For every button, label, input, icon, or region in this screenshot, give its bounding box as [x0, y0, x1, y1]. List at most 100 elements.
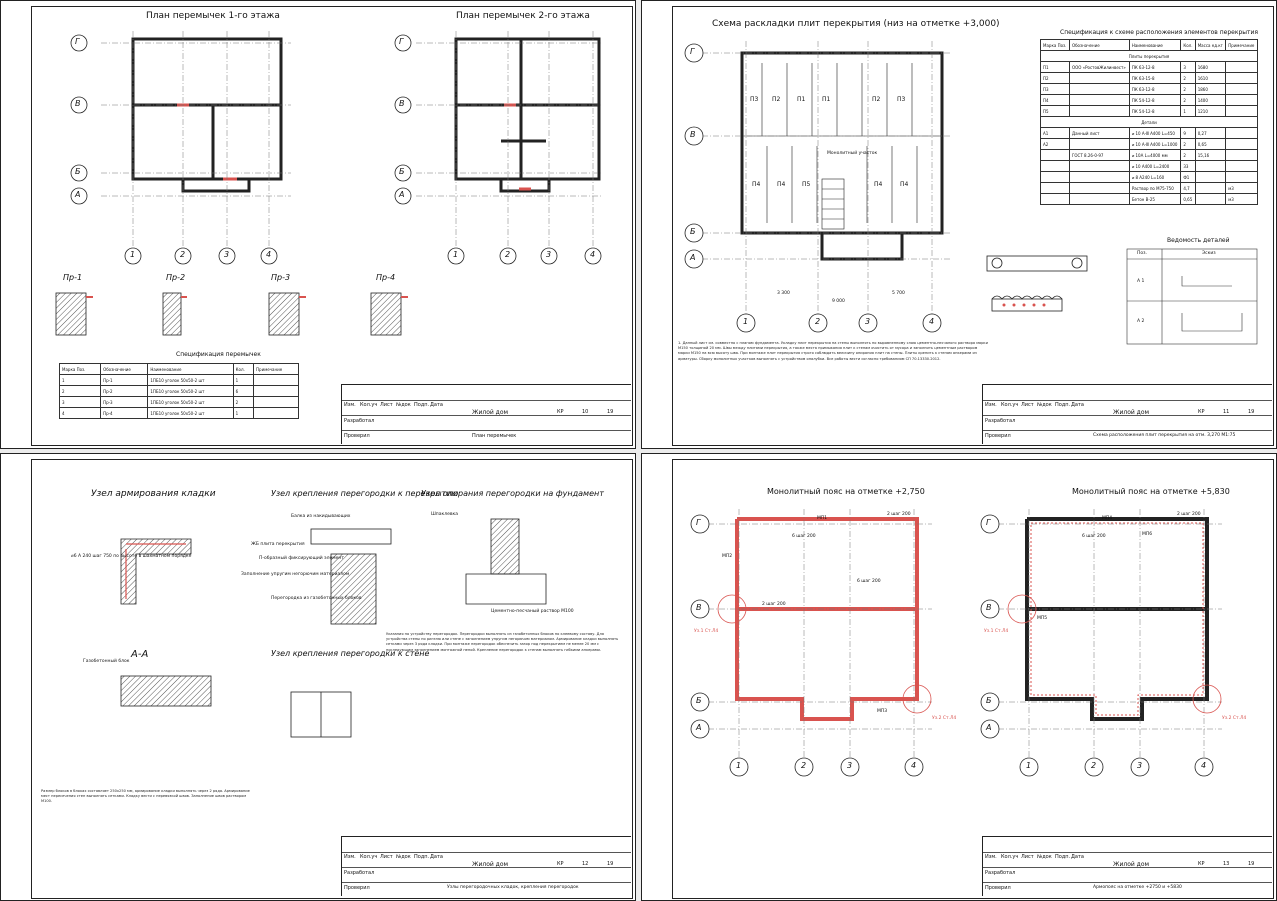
slab-label: П5: [802, 181, 811, 188]
belt-mark: МП6: [1142, 532, 1153, 537]
axis-num-3: 3: [224, 250, 230, 259]
monolithic-label: Монолитный участок: [827, 151, 878, 156]
axis-label-g-2: Г: [399, 37, 404, 46]
slab-label: П4: [900, 181, 909, 188]
stamp-sheet: 10: [582, 409, 589, 415]
spec-header: Примечание: [253, 363, 299, 375]
table-cell: ГОСТ 8.26-0-97: [1068, 149, 1130, 161]
stamp-col: Кол.уч: [1001, 402, 1019, 408]
stamp-col: Изм.: [344, 402, 356, 408]
spec-header: Наименование: [147, 363, 234, 375]
section-callout-2: Уз.2 Ст.Л4: [932, 716, 957, 721]
stamp-stage: КР: [557, 409, 564, 415]
nodes-drawing: [120, 518, 547, 738]
stamp-role: Разработал: [344, 418, 375, 424]
table-cell: 1: [1180, 105, 1196, 117]
table-cell: [1068, 182, 1130, 194]
stamp-col: Изм.: [344, 854, 356, 860]
partition-notes: Указания по устройству перегородок. Пере…: [386, 632, 619, 652]
axis-label-v-1: В: [75, 99, 81, 108]
stamp-caption: Схема расположения плит перекрытия на от…: [1093, 433, 1236, 438]
spec-header: Кол.: [1180, 39, 1196, 51]
table-cell: 33: [1180, 160, 1196, 172]
table-cell: 1ПБ10 уголок 50х50-2 шт: [147, 385, 234, 397]
axis-label-g-5: Г: [986, 518, 991, 527]
stamp-caption: Армопояс на отметке +2750 и +5830: [1093, 885, 1182, 890]
table-cell: П5: [1040, 105, 1070, 117]
slab-label: П3: [897, 96, 906, 103]
axis-num-3b: 3: [546, 250, 552, 259]
slab-spec-title: Спецификация к схеме расположения элемен…: [1060, 29, 1258, 36]
table-cell: 2: [1180, 72, 1196, 84]
lintel-label-3: Пр-3: [271, 273, 291, 282]
table-cell: [253, 374, 299, 386]
table-cell: 4: [58, 407, 102, 419]
label-putty: Шпаклевка: [431, 512, 459, 517]
table-cell: [1225, 171, 1258, 183]
table-cell: [1225, 94, 1258, 106]
detail-a2: А 2: [1137, 319, 1145, 324]
slab-label: П3: [750, 96, 759, 103]
table-cell: 3: [1180, 61, 1196, 73]
table-cell: ⌀ 10 А-Ⅲ А400 L=450: [1128, 127, 1182, 139]
table-cell: 15,16: [1194, 149, 1227, 161]
spec-header: Марка Поз.: [58, 363, 102, 375]
stamp-col: №док: [1037, 854, 1052, 860]
axis-num-1: 1: [130, 250, 136, 259]
axis-num-1e: 1: [1026, 761, 1032, 770]
table-cell: 1: [232, 407, 255, 419]
stamp-col: Кол.уч: [1001, 854, 1019, 860]
masonry-notes: Размер блоков в блоках составляет 250х25…: [41, 789, 250, 804]
label-beam: Балка из накидывающих: [291, 514, 351, 519]
drawing-frame: [672, 6, 1274, 446]
table-cell: 2: [58, 385, 102, 397]
spec-header: Кол.: [232, 363, 255, 375]
axis-label-a-2: А: [399, 190, 405, 199]
axis-num-1d: 1: [736, 761, 742, 770]
table-cell: П1: [1040, 61, 1070, 73]
table-cell: Пр-1: [100, 374, 149, 386]
axis-label-b-4: Б: [696, 696, 702, 705]
belt-drawing: [690, 509, 1222, 777]
table-cell: 2: [1180, 83, 1196, 95]
stamp-sheets: 19: [1248, 409, 1255, 415]
stamp-role: Проверил: [344, 885, 370, 891]
stamp-col: Дата: [1071, 402, 1084, 408]
axis-label-b-5: Б: [986, 696, 992, 705]
stamp-col: Дата: [430, 854, 443, 860]
stamp-caption: Узлы перегородочных кладок, крепления пе…: [447, 885, 579, 890]
table-cell: ПК 54-12-8: [1128, 105, 1182, 117]
stamp-col: Подп.: [1055, 402, 1071, 408]
stamp-col: Подп.: [1055, 854, 1071, 860]
table-cell: [1225, 149, 1258, 161]
table-cell: [1068, 72, 1130, 84]
slab-label: П4: [752, 181, 761, 188]
table-cell: [1194, 171, 1227, 183]
table-cell: Бетон В-25: [1128, 193, 1182, 205]
axis-num-4c: 4: [929, 317, 935, 326]
axis-num-4: 4: [266, 250, 272, 259]
table-cell: [253, 396, 299, 408]
axis-num-4e: 4: [1201, 761, 1207, 770]
belt-title-5830: Монолитный пояс на отметке +5,830: [1072, 487, 1230, 496]
stamp-col: Лист: [380, 854, 393, 860]
rebar-label: 2 шаг 200: [762, 602, 786, 607]
label-rebar: ⌀6 А 240 шаг 750 по высоте в шахматном п…: [71, 554, 192, 559]
title-block: Изм. Кол.уч Лист №док Подп. Дата Разрабо…: [982, 836, 1272, 896]
stamp-role: Разработал: [985, 418, 1016, 424]
sheet-lintel-plan: План перемычек 1-го этажа План перемычек…: [0, 0, 636, 449]
table-cell: ⌀ 10А L=4000 мм: [1128, 149, 1182, 161]
axis-label-v-4: В: [696, 603, 702, 612]
stamp-col: №док: [396, 854, 411, 860]
table-cell: Пр-4: [100, 407, 149, 419]
slab-label: П4: [874, 181, 883, 188]
axis-label-v-3: В: [690, 130, 696, 139]
stamp-sheets: 19: [607, 409, 614, 415]
table-cell: ⌀ 10 А-Ⅲ А400 L=1000: [1128, 138, 1182, 150]
